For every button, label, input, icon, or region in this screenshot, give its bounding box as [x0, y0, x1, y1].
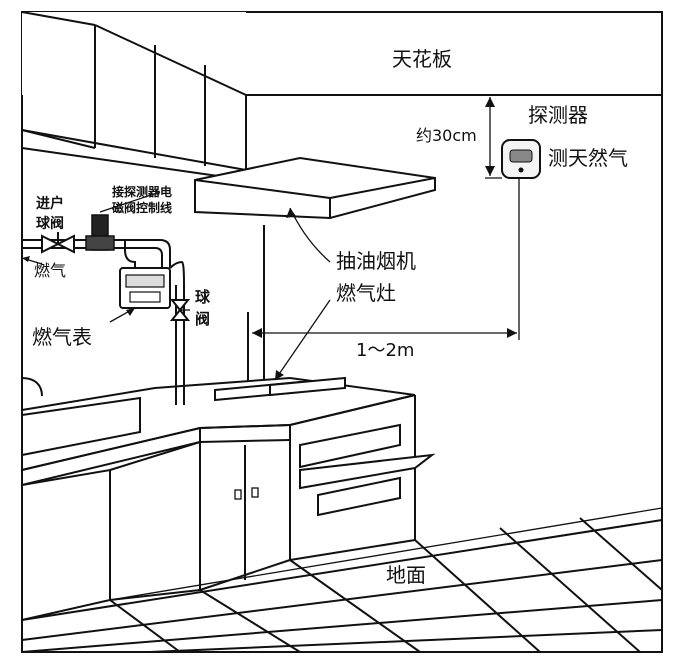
upper-cabinets [21, 11, 247, 181]
cabinet-knob-left [234, 489, 242, 500]
solenoid-valve [85, 214, 115, 251]
cabinet-knob-right [251, 487, 259, 498]
gas-meter [119, 267, 171, 309]
label-distance-stove: 1～2m [356, 340, 414, 361]
label-detect-gas: 测天然气 [548, 146, 628, 170]
label-control-line-2: 磁阀控制线 [111, 200, 172, 215]
label-gas-meter: 燃气表 [32, 325, 92, 349]
diagram-frame [21, 11, 663, 653]
range-hood [194, 156, 436, 220]
distance-ceiling-arrow [485, 97, 495, 176]
label-control-line-1: 接探测器电 [112, 184, 172, 199]
label-inlet-valve-line1: 进户 [36, 195, 64, 212]
distance-stove-arrow [252, 328, 517, 338]
countertop [21, 376, 416, 590]
stove-ball-valve [169, 299, 191, 321]
label-stove: 燃气灶 [336, 281, 396, 305]
label-hood: 抽油烟机 [336, 249, 416, 273]
inlet-ball-valve [41, 232, 75, 254]
label-ball-valve-1: 球 [195, 288, 211, 306]
floor-tiles [21, 507, 663, 653]
label-gas: 燃气 [34, 261, 66, 280]
label-ball-valve-2: 阀 [195, 310, 210, 328]
oven-drawers [289, 423, 436, 561]
leader-lines [21, 191, 331, 381]
gas-detector [501, 139, 541, 179]
label-distance-ceiling: 约30cm [416, 126, 477, 145]
lower-cabinets [21, 441, 291, 622]
gas-stove [214, 376, 346, 402]
label-floor: 地面 [386, 563, 426, 587]
label-ceiling: 天花板 [392, 47, 452, 71]
label-detector: 探测器 [528, 103, 588, 127]
label-inlet-valve-line2: 球阀 [36, 215, 64, 232]
